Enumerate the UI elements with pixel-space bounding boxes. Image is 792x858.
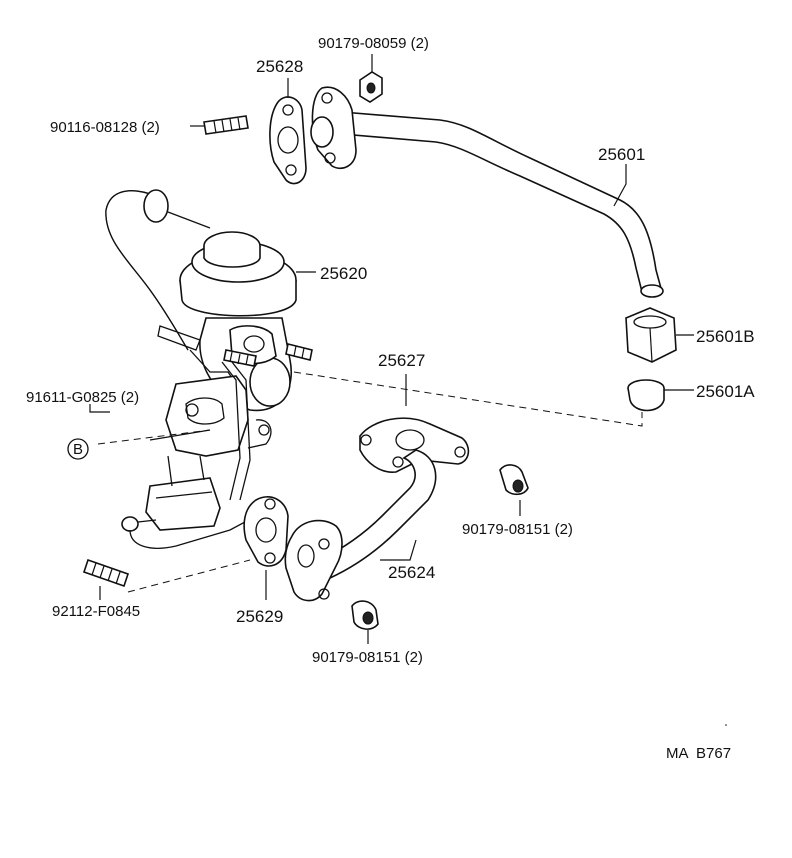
pipe-flange: [310, 86, 357, 170]
label-bolt-91611-g0825: 91611-G0825 (2): [26, 389, 139, 406]
label-stud-92112-f0845: 92112-F0845: [52, 603, 140, 620]
ring-25601a: [627, 379, 665, 412]
label-support-25627: 25627: [378, 351, 425, 370]
label-pipe-25624: 25624: [388, 563, 435, 582]
gasket-25629: [243, 496, 289, 567]
egr-valve-25620: [105, 189, 313, 412]
stud-92112-f0845: [82, 558, 130, 588]
egr-pipe-25601: [341, 111, 664, 298]
leader-lines: [89, 54, 694, 644]
label-nut-90179-08151-mid: 90179-08151 (2): [462, 521, 573, 538]
label-nut-90179-08059: 90179-08059 (2): [318, 35, 429, 52]
circle-b-callout: B: [67, 438, 89, 460]
nut-90179-08151-mid: [499, 464, 529, 496]
nut-90179-08059: [359, 71, 383, 103]
nut-25601b: [625, 307, 677, 363]
label-pipe-25601: 25601: [598, 145, 645, 164]
label-nut-25601b: 25601B: [696, 327, 755, 346]
nut-90179-08151-bottom: [351, 600, 379, 630]
label-gasket-25629: 25629: [236, 607, 283, 626]
label-stud-90116-08128: 90116-08128 (2): [50, 119, 160, 136]
diagram-code: MA B767: [666, 745, 731, 762]
gasket-25628: [269, 96, 307, 185]
vsv-bracket: [121, 349, 272, 549]
pipe-support-25627: [359, 417, 470, 473]
label-gasket-25628: 25628: [256, 57, 303, 76]
circle-b-label: B: [73, 441, 83, 458]
label-ring-25601a: 25601A: [696, 382, 755, 401]
label-nut-90179-08151-bottom: 90179-08151 (2): [312, 649, 423, 666]
pipe-lower-25624: [284, 449, 437, 602]
label-valve-25620: 25620: [320, 264, 367, 283]
stud-90116-08128: [203, 115, 249, 135]
